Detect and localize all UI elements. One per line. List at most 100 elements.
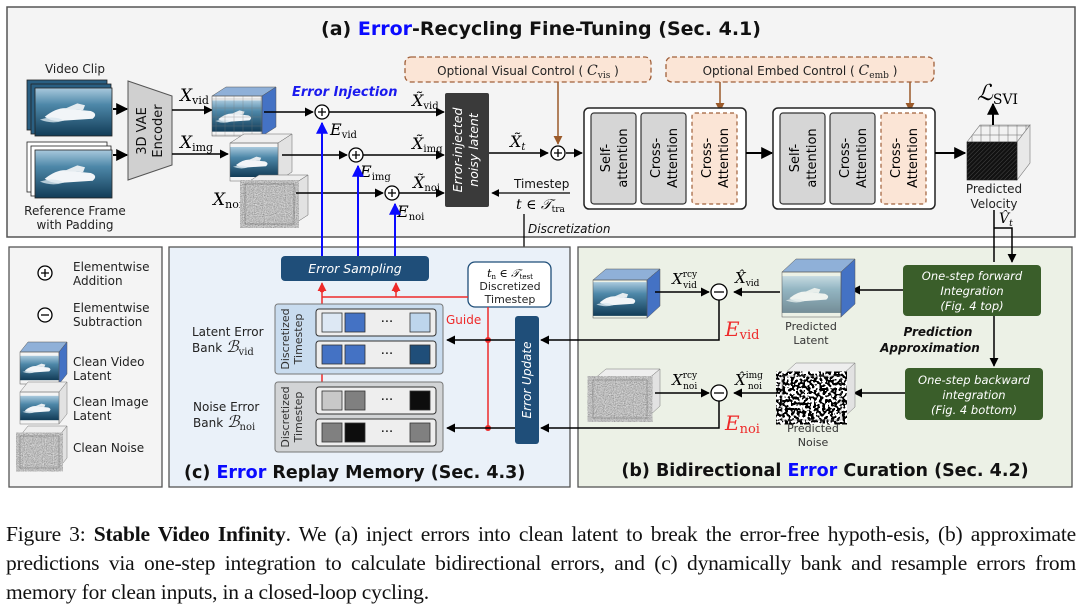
optional-visual-control-box: Optional Visual Control ( Cvis ) bbox=[404, 56, 652, 83]
architecture-diagram: (a) Error-Recycling Fine-Tuning (Sec. 4.… bbox=[6, 6, 1076, 488]
plus-img-icon bbox=[348, 147, 364, 163]
ellipsis: ··· bbox=[381, 393, 393, 408]
svg-text:Cross-: Cross- bbox=[889, 138, 904, 179]
noise-bank-cell bbox=[344, 390, 366, 411]
predicted-noise-cube bbox=[781, 362, 856, 421]
error-update-box: Error Update bbox=[515, 316, 539, 444]
forward-integration-box: One-step forward Integration (Fig. 4 top… bbox=[903, 265, 1041, 316]
prediction-approx-label-2: Approximation bbox=[879, 341, 980, 355]
noise-cube bbox=[244, 174, 309, 225]
svg-text:Cross-: Cross- bbox=[838, 138, 853, 179]
noise-bank-cell bbox=[409, 422, 431, 443]
self-attention-block bbox=[590, 112, 637, 205]
arrow-velocity-to-forward bbox=[994, 227, 1017, 263]
arrow-e-vid-to-update bbox=[540, 300, 720, 345]
minus-noi-icon bbox=[710, 384, 728, 402]
svg-text:Integration: Integration bbox=[940, 284, 1003, 298]
svg-text:Attention: Attention bbox=[855, 128, 870, 188]
loss-label: ℒSVI bbox=[977, 81, 1018, 108]
error-injected-noisy-latent-box: Error-injected noisy latent bbox=[445, 93, 489, 207]
svg-text:(Fig. 4 bottom): (Fig. 4 bottom) bbox=[931, 403, 1017, 417]
svg-text:attention: attention bbox=[616, 128, 631, 187]
ellipsis: ··· bbox=[381, 347, 393, 362]
timestep-set-label: t ∈ 𝒯tra bbox=[516, 197, 566, 215]
latent-bank-cell bbox=[409, 312, 431, 333]
encoder-label-2: Encoder bbox=[151, 104, 166, 158]
prediction-approx-label-1: Prediction bbox=[904, 325, 973, 339]
svg-text:Discretized: Discretized bbox=[279, 308, 292, 369]
vae-encoder: 3D VAE Encoder bbox=[127, 80, 173, 181]
video-clip-image bbox=[26, 79, 113, 137]
panel-a-title: (a) Error-Recycling Fine-Tuning (Sec. 4.… bbox=[321, 18, 761, 40]
latent-bank-cell bbox=[344, 312, 366, 333]
error-sampling-label: Error Sampling bbox=[308, 261, 402, 276]
v-hat-label: V̂t bbox=[999, 209, 1013, 229]
image-latent-cube-icon bbox=[19, 381, 68, 425]
panel-a: (a) Error-Recycling Fine-Tuning (Sec. 4.… bbox=[6, 6, 1076, 261]
x-tilde-img-label: X̃img bbox=[410, 134, 443, 155]
latent-bank-cell bbox=[321, 312, 343, 333]
ellipsis: ··· bbox=[381, 425, 393, 440]
predicted-latent-label-2: Latent bbox=[793, 334, 829, 347]
legend-label: Clean Noise bbox=[73, 441, 144, 455]
svg-text:Attention: Attention bbox=[906, 128, 921, 188]
optional-embed-control-box: Optional Embed Control ( Cemb ) bbox=[665, 56, 935, 83]
x-tilde-noi-label: X̃noi bbox=[411, 173, 440, 194]
panel-b-title: (b) Bidirectional Error Curation (Sec. 4… bbox=[621, 461, 1028, 481]
backward-integration-box: One-step backward integration (Fig. 4 bo… bbox=[905, 368, 1043, 420]
noise-cube-icon bbox=[19, 425, 68, 469]
plus-noi-icon bbox=[384, 185, 400, 201]
e-noi-red-label: Enoi bbox=[724, 411, 760, 437]
svg-text:Self-: Self- bbox=[788, 143, 803, 172]
legend-label: Elementwise bbox=[73, 301, 149, 315]
reference-frame-label-1: Reference Frame bbox=[24, 204, 126, 218]
svg-text:tn ∈ 𝒯test: tn ∈ 𝒯test bbox=[487, 267, 533, 281]
error-injection-label: Error Injection bbox=[292, 85, 398, 100]
noise-error-bank: Discretized Timestep ··· ··· bbox=[274, 381, 444, 453]
predicted-latent-label-1: Predicted bbox=[785, 320, 837, 333]
latent-bank-cell bbox=[321, 344, 343, 365]
panel-c: Error Sampling tn ∈ 𝒯test Discretized Ti… bbox=[168, 121, 571, 488]
x-vid-label: Xvid bbox=[178, 86, 209, 107]
predicted-velocity-cube bbox=[966, 124, 1031, 181]
legend-label: Latent bbox=[73, 409, 112, 423]
test-timestep-box: tn ∈ 𝒯test Discretized Timestep bbox=[467, 261, 552, 308]
noise-bank-cell bbox=[321, 390, 343, 411]
plus-circle-icon bbox=[37, 265, 53, 281]
error-sampling-box: Error Sampling bbox=[281, 256, 429, 281]
svg-text:(Fig. 4 top): (Fig. 4 top) bbox=[940, 299, 1003, 313]
noise-bank-cell bbox=[321, 422, 343, 443]
video-latent-cube-icon bbox=[19, 341, 68, 385]
x-tilde-vid-label: X̃vid bbox=[410, 91, 439, 112]
noisy-latent-label-1: Error-injected bbox=[450, 108, 465, 193]
figure-caption: Figure 3: Stable Video Infinity. We (a) … bbox=[6, 520, 1076, 607]
panel-b: One-step forward Integration (Fig. 4 top… bbox=[540, 210, 1073, 488]
reference-frame-label-2: with Padding bbox=[36, 218, 113, 232]
predicted-latent-cube bbox=[781, 258, 856, 318]
latent-error-bank: Discretized Timestep ······ bbox=[274, 303, 444, 375]
predicted-velocity-label-1: Predicted bbox=[966, 182, 1022, 196]
svg-text:Discretized: Discretized bbox=[479, 280, 540, 293]
legend-label: Addition bbox=[73, 274, 123, 288]
legend-label: Subtraction bbox=[73, 315, 142, 329]
predicted-noise-label-1: Predicted bbox=[787, 422, 839, 435]
e-vid-red-label: Evid bbox=[724, 317, 759, 343]
predicted-velocity-label-2: Velocity bbox=[970, 197, 1017, 211]
svg-text:Timestep: Timestep bbox=[292, 314, 305, 366]
legend: Elementwise Addition Elementwise Subtrac… bbox=[8, 246, 163, 488]
svg-text:Timestep: Timestep bbox=[292, 392, 305, 444]
e-vid-label: Evid bbox=[329, 120, 358, 141]
svg-text:Discretized: Discretized bbox=[279, 386, 292, 447]
legend-label: Latent bbox=[73, 369, 112, 383]
noisy-latent-label-2: noisy latent bbox=[466, 112, 481, 187]
arrow-e-noi-to-update bbox=[540, 401, 720, 433]
reference-frame-image bbox=[26, 141, 113, 199]
image-latent-cube bbox=[229, 133, 293, 182]
minus-circle-icon bbox=[37, 307, 53, 323]
caption-bold-title: Stable Video Infinity bbox=[93, 522, 286, 546]
self-attention-block bbox=[779, 112, 826, 205]
optional-cross-attention-block bbox=[880, 112, 927, 205]
